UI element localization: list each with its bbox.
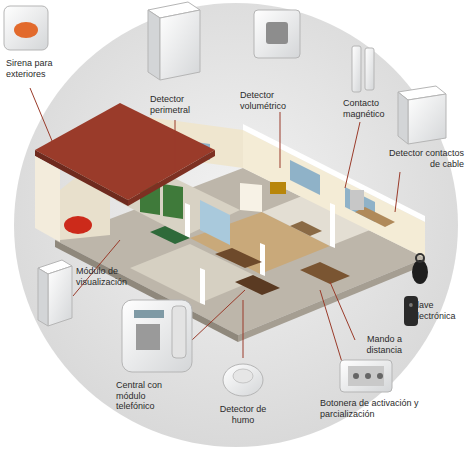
leader-lines-part — [175, 120, 176, 170]
keypad-icon-part — [365, 373, 371, 379]
leader-lines-part — [320, 290, 345, 372]
house-part — [270, 182, 286, 194]
display-module-icon — [38, 260, 72, 326]
part-label: Contacto magnético — [343, 98, 405, 119]
house-part — [163, 184, 183, 219]
display-module-icon-part — [38, 268, 48, 326]
keypad-icon — [340, 360, 392, 392]
leader-lines-part — [243, 300, 244, 358]
control-panel-icon-part — [136, 324, 160, 350]
part-label: Llave electrónica — [412, 300, 464, 321]
siren-icon-part — [4, 6, 48, 50]
perimeter-detector-icon-part — [160, 10, 200, 80]
part-label: Mando a distancia — [356, 334, 402, 355]
house-part — [64, 216, 92, 234]
house-part — [35, 103, 215, 200]
house-part — [200, 200, 230, 245]
smoke-detector-icon-part — [223, 364, 263, 396]
house-part — [330, 203, 335, 248]
house-part — [185, 203, 190, 238]
perimeter-detector-icon — [148, 2, 200, 80]
leader-lines-part — [345, 122, 360, 188]
part-label: Detector volumétrico — [240, 90, 304, 111]
leader-lines-part — [395, 172, 400, 212]
siren-icon — [4, 6, 48, 50]
part-label: Central con módulo telefónico — [116, 380, 178, 412]
keypad-icon-part — [353, 373, 359, 379]
perimeter-detector-icon-part — [148, 10, 160, 80]
volumetric-detector-icon-part — [254, 10, 300, 58]
volumetric-detector-icon — [254, 10, 300, 58]
keypad-icon-part — [348, 366, 384, 386]
leader-lines-part — [280, 112, 281, 168]
part-label: Detector perimetral — [150, 94, 206, 115]
house-part — [128, 150, 215, 206]
display-module-icon-part — [48, 266, 72, 326]
volumetric-detector-icon-part — [266, 22, 288, 44]
house-part — [300, 262, 350, 284]
part-label: Módulo de visualización — [76, 266, 140, 287]
electronic-key-icon-part — [412, 260, 428, 284]
cable-contact-detector-icon-part — [408, 94, 446, 144]
magnetic-contact-icon-part — [352, 46, 361, 92]
house — [35, 103, 425, 342]
electronic-key-icon — [412, 254, 428, 284]
house-part — [260, 243, 265, 276]
part-label: Detector contactos de cable — [380, 148, 464, 169]
control-panel-icon — [122, 300, 192, 372]
keypad-icon-part — [377, 373, 383, 379]
cable-contact-detector-icon — [398, 86, 446, 144]
keypad-icon-part — [340, 360, 392, 392]
smoke-detector-icon-part — [233, 369, 253, 383]
cable-contact-detector-icon-part — [398, 92, 408, 144]
background-circle-part — [14, 3, 458, 447]
part-label: Detector de humo — [208, 404, 278, 425]
leader-lines-part — [192, 290, 245, 340]
magnetic-contact-icon-part — [365, 48, 374, 90]
leader-lines-part — [30, 88, 60, 160]
control-panel-icon-part — [172, 306, 186, 358]
house-part — [235, 275, 280, 295]
siren-icon-part — [14, 22, 38, 38]
house-part — [290, 221, 322, 236]
house-part — [215, 248, 262, 268]
house-part — [240, 183, 262, 212]
house-part — [35, 156, 60, 242]
control-panel-icon-part — [122, 300, 192, 372]
magnetic-contact-icon — [352, 46, 374, 92]
electronic-key-icon-part — [416, 254, 424, 262]
house-part — [200, 268, 205, 305]
part-label: Botonera de activación y parcialización — [320, 398, 438, 419]
house-part — [290, 160, 320, 195]
leader-lines-part — [330, 282, 355, 340]
smoke-detector-icon — [223, 364, 263, 396]
leader-lines — [30, 88, 400, 372]
background-circle — [14, 3, 458, 447]
control-panel-icon-part — [134, 310, 164, 318]
part-label: Sirena para exteriores — [6, 58, 68, 79]
house-part — [150, 226, 190, 244]
house-part — [350, 190, 364, 210]
